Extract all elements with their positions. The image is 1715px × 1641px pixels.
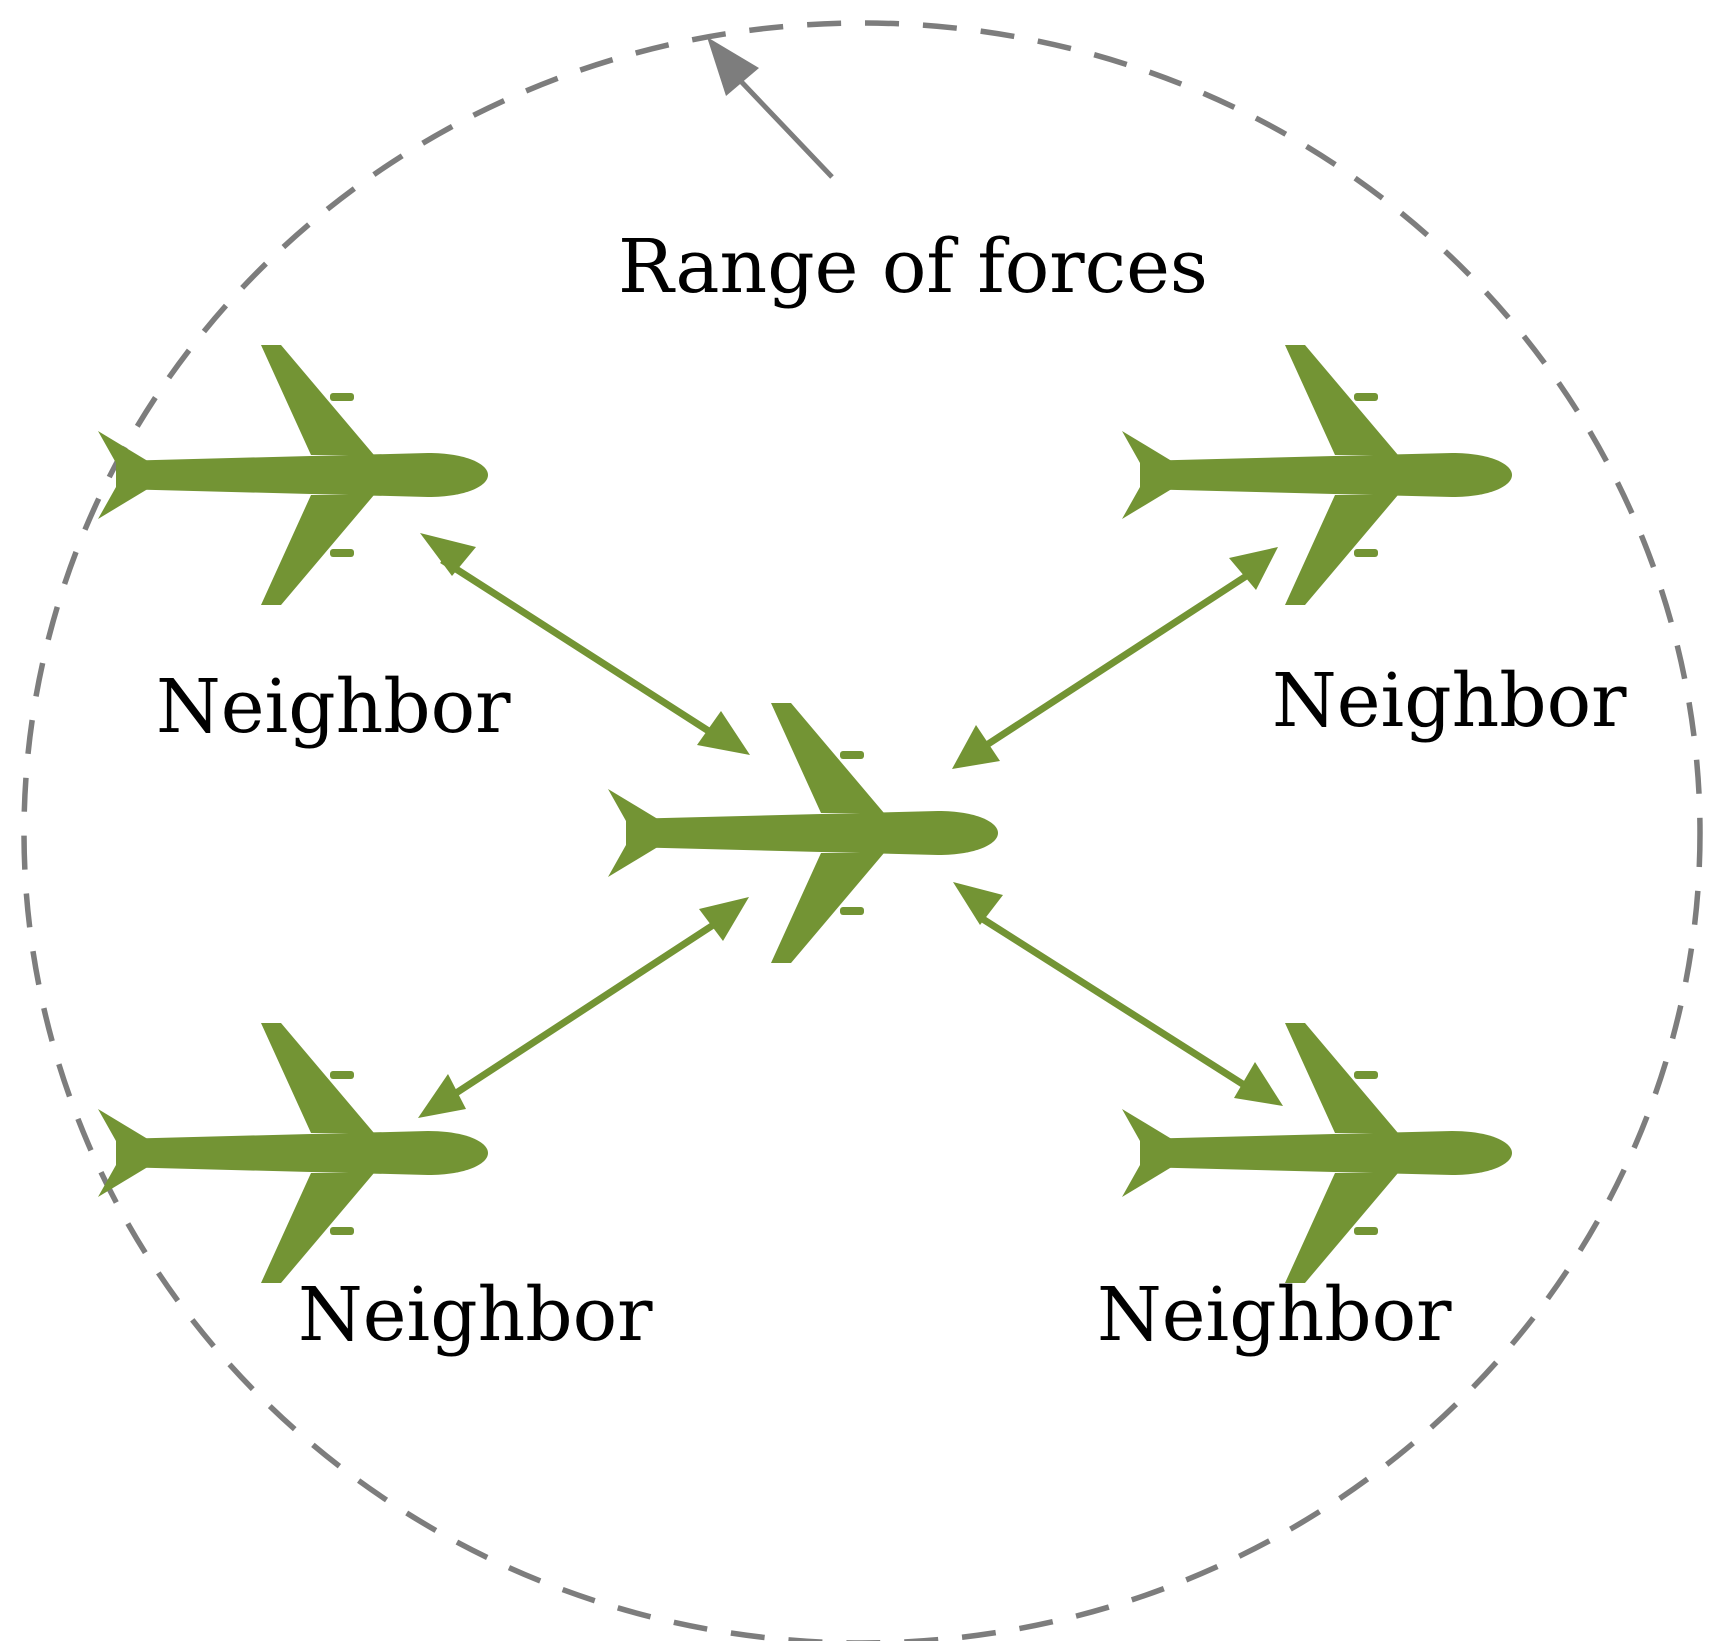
neighbor-label-bottom-right: Neighbor	[1097, 1272, 1452, 1358]
range-of-forces-label: Range of forces	[618, 224, 1208, 310]
airplane-icon	[608, 703, 998, 963]
neighbor-label-bottom-left: Neighbor	[298, 1272, 653, 1358]
force-arrow-top-right	[952, 547, 1278, 769]
airplane-icon	[98, 345, 488, 605]
force-arrow-top-left	[420, 533, 750, 755]
neighbor-label-top-left: Neighbor	[156, 664, 511, 750]
force-arrow-bottom-right	[953, 882, 1283, 1106]
airplane-icon	[1122, 345, 1512, 605]
range-boundary	[21, 20, 1703, 1641]
airplane-icon	[98, 1023, 488, 1283]
force-arrow-bottom-left	[418, 897, 749, 1118]
airplane-icon	[1122, 1023, 1512, 1283]
neighbor-label-top-right: Neighbor	[1272, 658, 1627, 744]
range-pointer-arrow	[707, 37, 834, 179]
